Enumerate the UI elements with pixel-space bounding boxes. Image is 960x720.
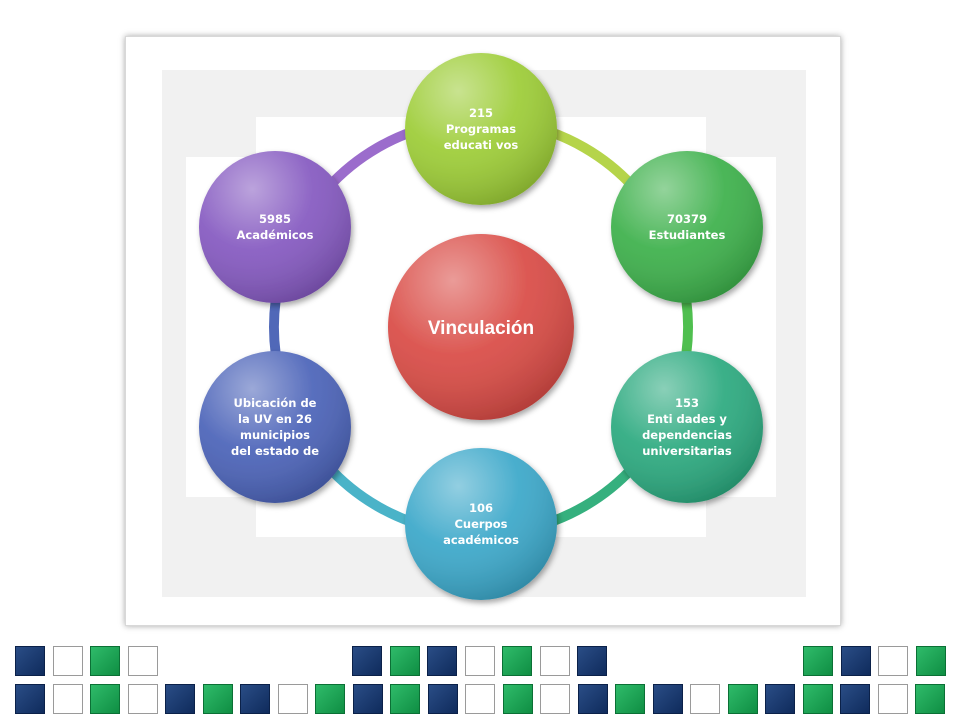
tile-green: [915, 684, 945, 714]
tile-white: [690, 684, 720, 714]
node-label: dependencias: [642, 428, 732, 442]
center-node: [388, 234, 574, 420]
tile-green: [803, 646, 833, 676]
tile-green: [90, 646, 120, 676]
tile-white: [127, 646, 158, 676]
node-label: municipios: [240, 428, 310, 442]
node-programas: [405, 53, 557, 205]
tile-white: [878, 646, 908, 676]
tile-green: [315, 684, 345, 714]
tile-navy: [840, 646, 871, 676]
tile-green: [90, 684, 120, 714]
tile-navy: [652, 684, 683, 714]
center-label: Vinculación: [428, 318, 534, 339]
tile-white: [877, 684, 908, 714]
node-label: Programas: [446, 122, 516, 136]
tile-white: [127, 684, 158, 714]
tile-white: [540, 684, 570, 714]
tile-white: [277, 684, 308, 714]
node-label: Cuerpos: [454, 517, 507, 531]
node-label: académicos: [443, 533, 519, 547]
node-label: universitarias: [642, 444, 732, 458]
tile-white: [539, 646, 570, 676]
node-label: 153: [675, 396, 699, 410]
node-label: Enti dades y: [647, 412, 727, 426]
tile-navy: [352, 646, 382, 676]
tile-green: [915, 646, 946, 676]
node-label: Académicos: [237, 228, 314, 242]
tile-navy: [840, 684, 870, 714]
tile-navy: [240, 684, 270, 714]
tile-green: [202, 684, 233, 714]
node-label: educati vos: [444, 138, 519, 152]
tile-white: [52, 646, 83, 676]
tile-white: [464, 646, 495, 676]
node-label: 106: [469, 501, 493, 515]
tile-navy: [577, 646, 607, 676]
node-label: Ubicación de: [234, 396, 317, 410]
tile-green: [802, 684, 833, 714]
node-label: Estudiantes: [649, 228, 726, 242]
tile-navy: [15, 684, 45, 714]
node-label: 70379: [667, 212, 707, 226]
node-entidades: [611, 351, 763, 503]
node-label: 5985: [259, 212, 291, 226]
tile-green: [390, 684, 420, 714]
tile-navy: [427, 684, 458, 714]
tile-navy: [427, 646, 457, 676]
node-academicos: [199, 151, 351, 303]
tile-navy: [577, 684, 608, 714]
tile-green: [727, 684, 758, 714]
tile-green: [502, 646, 532, 676]
tile-navy: [15, 646, 45, 676]
node-label: 215: [469, 106, 493, 120]
tile-green: [615, 684, 645, 714]
node-cuerpos: [405, 448, 557, 600]
tile-white: [52, 684, 83, 714]
node-estudiantes: [611, 151, 763, 303]
tile-white: [465, 684, 495, 714]
tile-navy: [352, 684, 383, 714]
tile-strip: [0, 640, 960, 720]
node-label: del estado de: [231, 444, 319, 458]
tile-navy: [165, 684, 195, 714]
tile-green: [502, 684, 533, 714]
node-ubicacion: [199, 351, 351, 503]
tile-green: [389, 646, 420, 676]
tile-navy: [765, 684, 795, 714]
node-label: la UV en 26: [238, 412, 312, 426]
